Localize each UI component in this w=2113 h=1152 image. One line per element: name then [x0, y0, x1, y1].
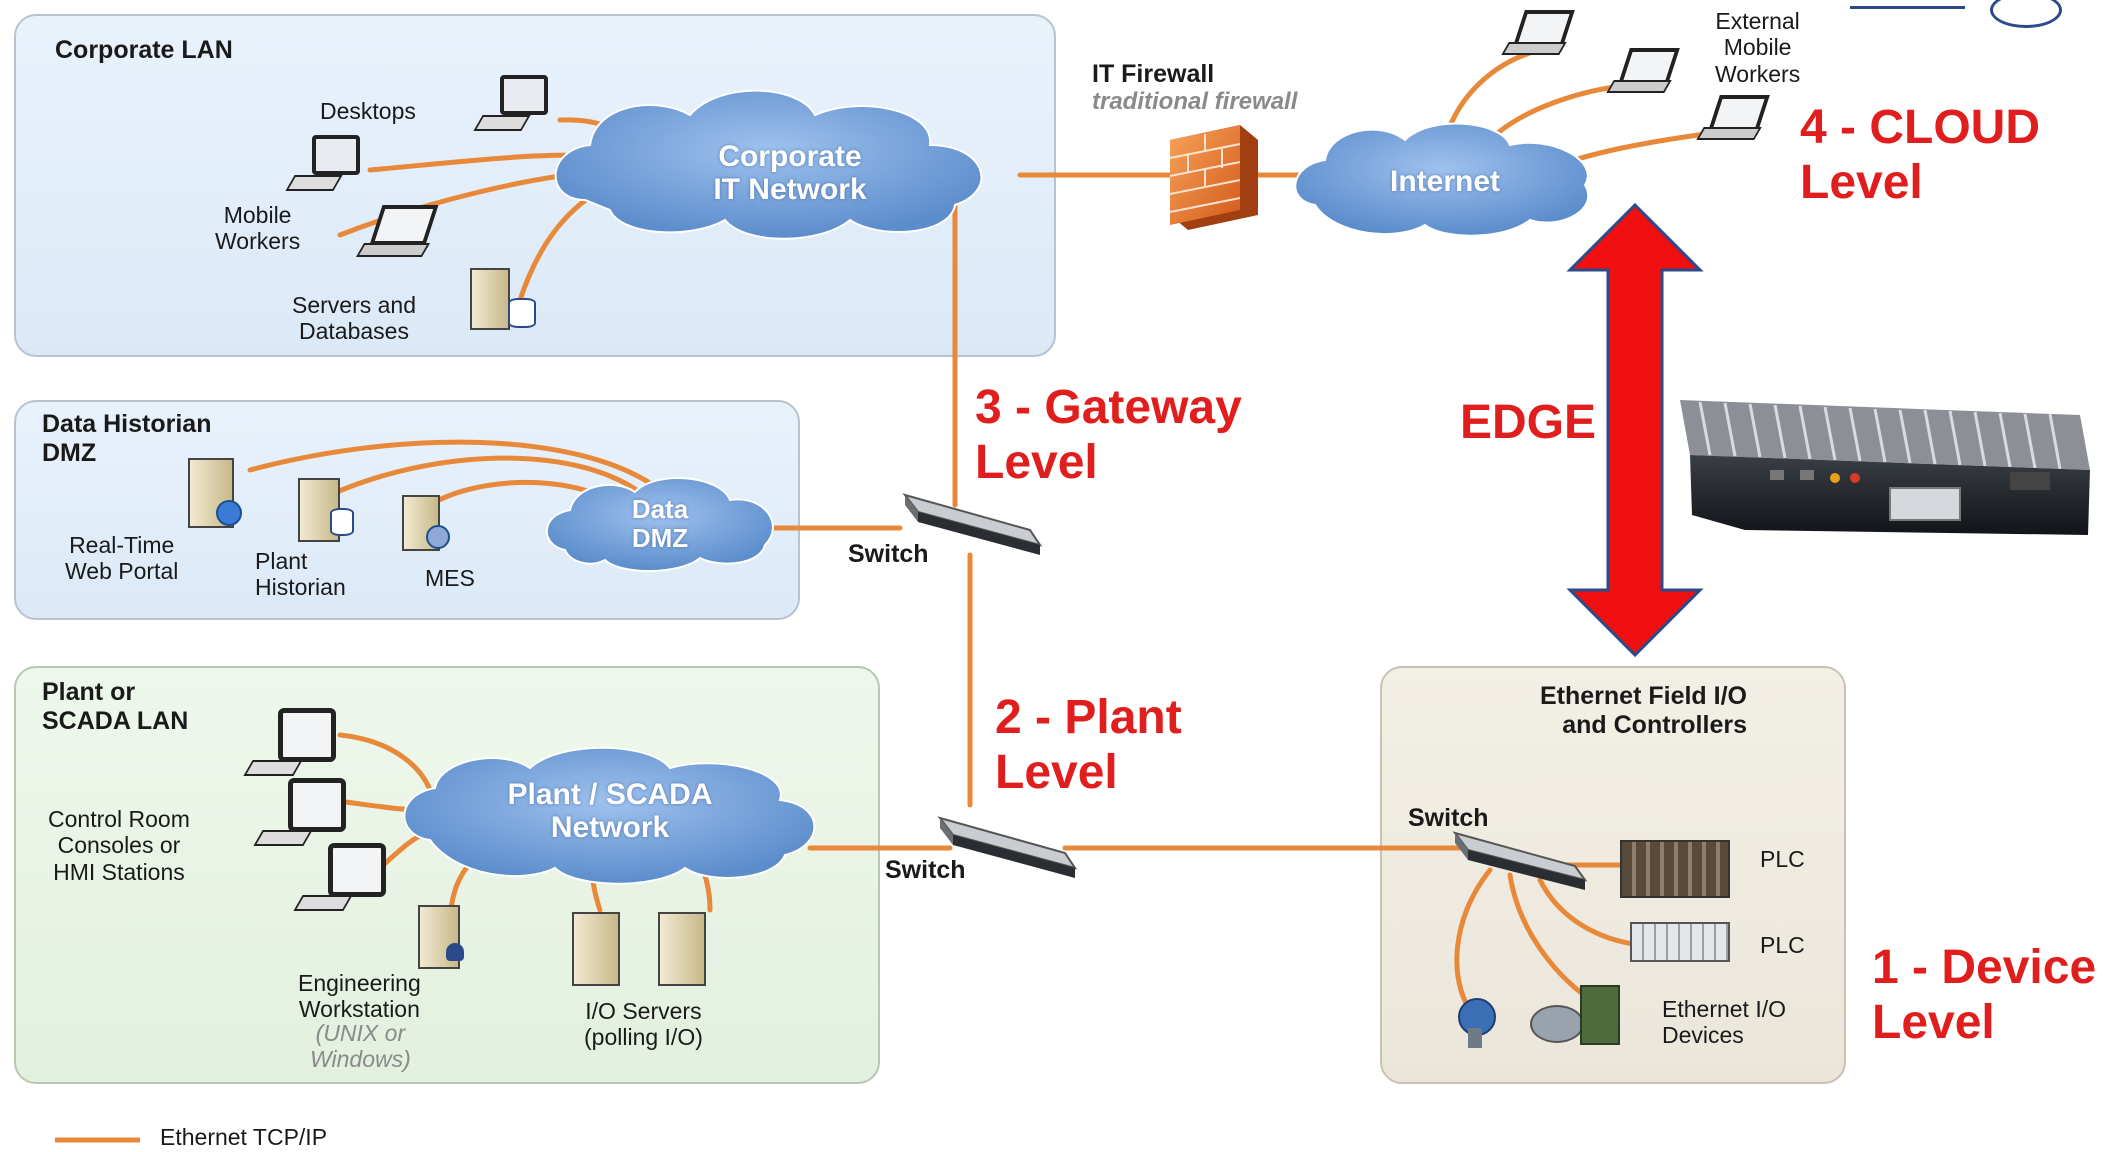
cloud-dmz-label: Data DMZ: [631, 494, 689, 553]
io-server-1-icon: [572, 912, 624, 990]
link-io-dev1: [1454, 867, 1493, 1013]
laptop-external-2-icon: [1606, 48, 1680, 93]
firewall-label: IT Firewall: [1092, 60, 1215, 88]
mes-server-icon: [402, 495, 457, 555]
header-rule: [1850, 6, 1965, 9]
device-level-label: 1 - Device Level: [1872, 941, 2097, 1050]
web-portal-label: Real-Time Web Portal: [65, 532, 179, 585]
link-ext3: [1557, 129, 1723, 168]
switch-field-icon: [1452, 831, 1588, 890]
server-icon: [470, 268, 540, 338]
engineering-os-label: (UNIX or Windows): [310, 1020, 411, 1073]
plant-level-label: 2 - Plant Level: [995, 691, 1182, 800]
hmi-console-2-icon: [253, 778, 348, 853]
laptop-external-3-icon: [1696, 95, 1770, 140]
control-room-label: Control Room Consoles or HMI Stations: [48, 806, 190, 885]
gateway-level-label: 3 - Gateway Level: [975, 381, 1242, 490]
plant-historian-label: Plant Historian: [255, 548, 346, 601]
switch-dmz-label: Switch: [848, 540, 929, 568]
io-server-2-icon: [658, 912, 710, 990]
io-device-1-icon: [1452, 998, 1500, 1050]
legend-label: Ethernet TCP/IP: [160, 1124, 328, 1150]
io-device-2-icon: [1530, 985, 1630, 1045]
cloud-internet-label: Internet: [1389, 165, 1500, 198]
link-ext2: [1487, 82, 1633, 143]
plant-scada-title: Plant or SCADA LAN: [42, 678, 189, 735]
plc2-label: PLC: [1760, 932, 1805, 958]
data-historian-title: Data Historian DMZ: [42, 410, 212, 467]
servers-label: Servers and Databases: [292, 292, 417, 345]
cloud-corporate: [554, 89, 983, 240]
engineering-workstation-icon: [418, 905, 478, 973]
cloud-plant: [403, 746, 816, 885]
desktop-icon: [473, 75, 558, 135]
laptop-external-1-icon: [1501, 10, 1575, 55]
link-historian-a: [247, 439, 663, 493]
hmi-console-1-icon: [243, 708, 338, 783]
switch-dmz-icon: [902, 493, 1043, 555]
desktops-label: Desktops: [320, 98, 416, 124]
plc-rack-2-icon: [1630, 922, 1730, 962]
logo-icon: [1990, 0, 2062, 28]
switch-plant-icon: [937, 816, 1078, 878]
plc1-label: PLC: [1760, 846, 1805, 872]
hmi-console-3-icon: [293, 843, 388, 918]
web-portal-server-icon: [188, 458, 248, 533]
engineering-label: Engineering Workstation: [298, 970, 421, 1023]
switch-plant-label: Switch: [885, 856, 966, 884]
cloud-internet: [1294, 122, 1590, 237]
io-servers-label: I/O Servers (polling I/O): [584, 998, 703, 1051]
cloud-plant-label: Plant / SCADA Network: [507, 778, 713, 844]
historian-server-icon: [298, 478, 358, 548]
field-io-title: Ethernet Field I/O and Controllers: [1540, 682, 1747, 739]
desktop-icon-2: [285, 135, 370, 195]
link-plc2: [1537, 877, 1643, 948]
firewall-sublabel: traditional firewall: [1092, 88, 1298, 115]
external-mobile-label: External Mobile Workers: [1715, 8, 1801, 87]
edge-double-arrow: [1566, 202, 1704, 658]
mobile-workers-label: Mobile Workers: [215, 202, 301, 255]
link-hmi1: [337, 732, 433, 793]
cloud-level-label: 4 - CLOUD Level: [1800, 101, 2040, 210]
laptop-icon: [355, 205, 440, 260]
link-historian-b: [327, 455, 653, 503]
plc-rack-1-icon: [1620, 840, 1730, 898]
switch-field-label: Switch: [1408, 804, 1489, 832]
firewall-icon: [1169, 125, 1258, 230]
edge-gateway-device-icon: [1680, 400, 2090, 535]
edge-label: EDGE: [1460, 396, 1597, 449]
corporate-lan-title: Corporate LAN: [55, 36, 233, 64]
ethernet-io-label: Ethernet I/O Devices: [1662, 996, 1787, 1049]
cloud-corporate-label: Corporate IT Network: [713, 140, 867, 206]
mes-label: MES: [425, 565, 475, 591]
cloud-dmz: [545, 477, 774, 572]
